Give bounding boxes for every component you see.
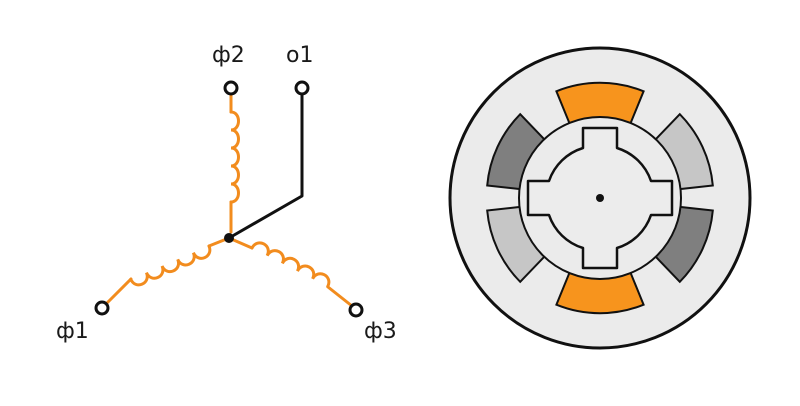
star-point: [224, 233, 234, 243]
coil-phase-1: [104, 236, 231, 306]
label-phi3: ф3: [364, 319, 397, 344]
neutral-wire: [227, 90, 304, 240]
label-phi2: ф2: [212, 43, 245, 68]
label-o1: o1: [286, 43, 313, 68]
terminal-o1: [294, 80, 310, 96]
coil-phase-3: [227, 236, 354, 308]
stator-poles: [486, 81, 714, 315]
label-phi1: ф1: [56, 319, 89, 344]
winding-schematic: ф2 o1 ф1 ф3: [56, 43, 397, 344]
terminal-phi3: [348, 302, 364, 318]
terminal-phi2: [223, 80, 239, 96]
rotor-shaft: [596, 194, 604, 202]
terminal-phi1: [94, 300, 110, 316]
motor-cross-section: [448, 46, 752, 350]
coil-phase-2: [229, 90, 240, 234]
